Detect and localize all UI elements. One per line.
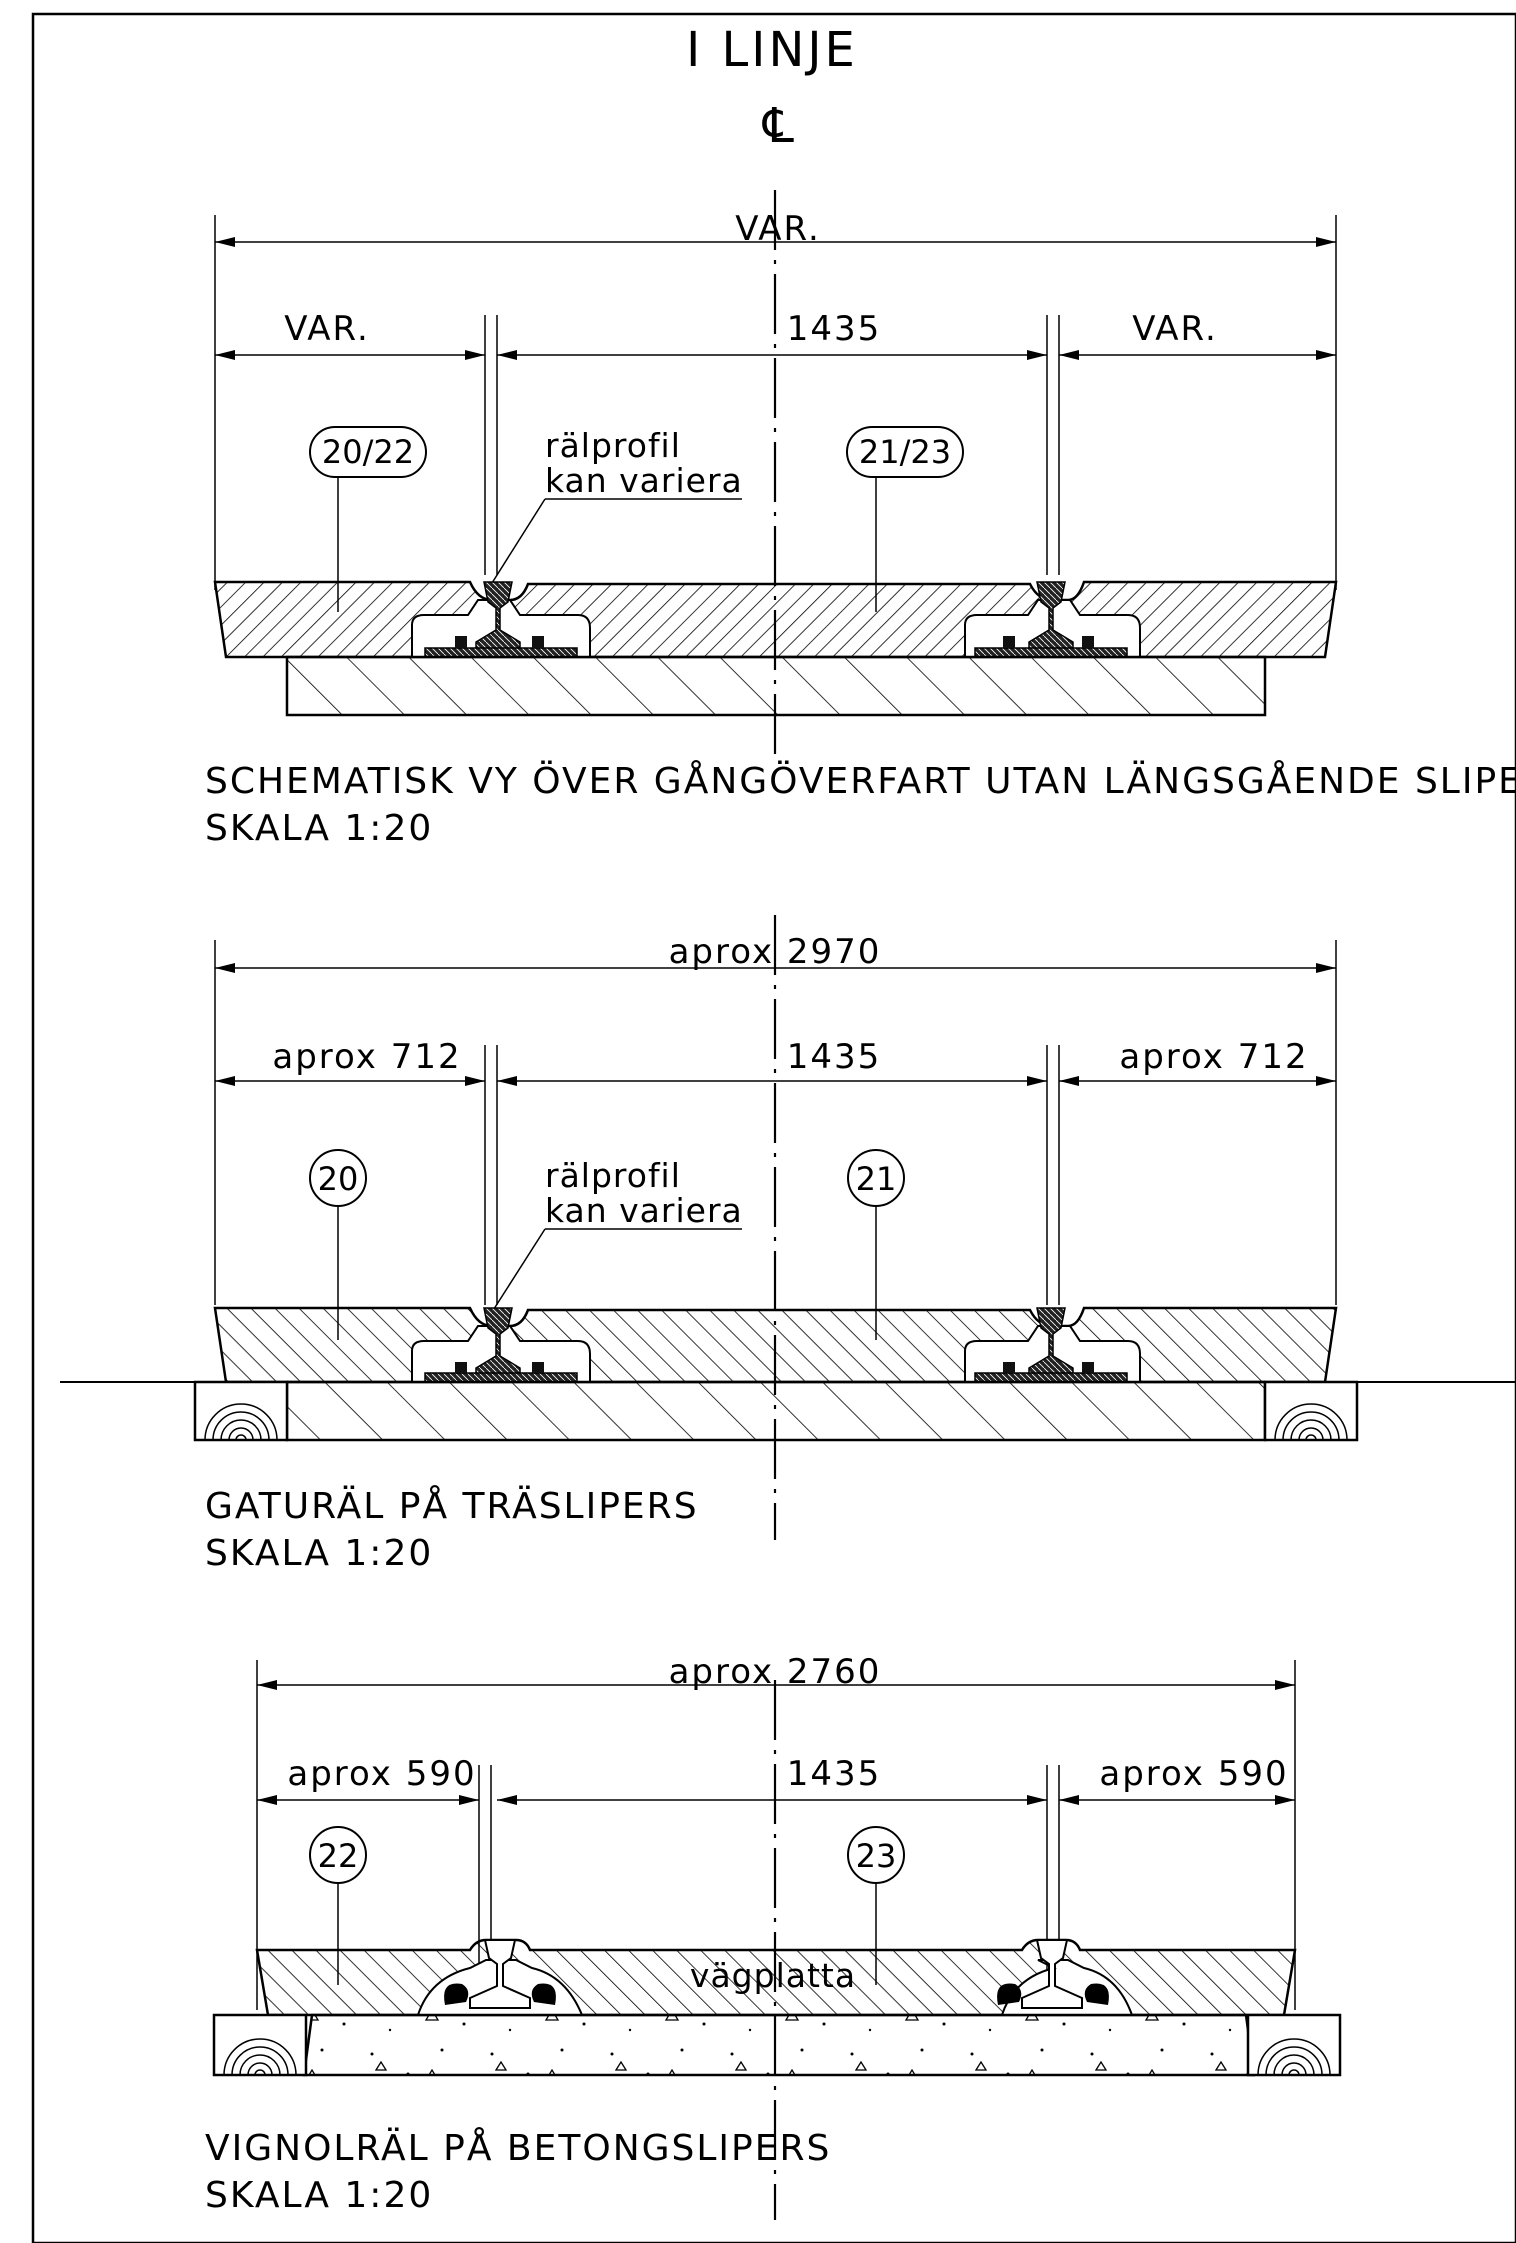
slab-cross-section [213, 1306, 1338, 1384]
dim-right: aprox 712 [1119, 1037, 1308, 1077]
dim-right: VAR. [1132, 309, 1218, 349]
wood-sleeper-left [193, 1380, 289, 1442]
note-rail-profile-line2: kan variera [545, 461, 743, 500]
dim-left: aprox 712 [272, 1037, 461, 1077]
dim-gauge: 1435 [787, 309, 882, 349]
tag-right: 21/23 [859, 433, 951, 471]
section-scale: SKALA 1:20 [205, 2175, 433, 2216]
wood-sleeper-right [1246, 2013, 1342, 2077]
base-block [285, 655, 1267, 717]
note-rail-profile-line1: rälprofil [545, 426, 681, 465]
concrete-sleeper [302, 2013, 1256, 2077]
slab-label: vägplatta [690, 1956, 856, 1995]
centerline-symbol: ℄ [762, 98, 797, 154]
dim-total: aprox 2970 [669, 932, 882, 972]
tag-left-bubble [309, 426, 427, 478]
section-title: GATURÄL PÅ TRÄSLIPERS [205, 1484, 699, 1527]
tag-right: 21 [856, 1160, 897, 1198]
tag-left: 20 [318, 1160, 359, 1198]
tag-left: 20/22 [322, 433, 414, 471]
dim-total: aprox 2760 [669, 1652, 882, 1692]
wood-sleeper-right [1263, 1380, 1359, 1442]
dim-right: aprox 590 [1099, 1754, 1288, 1794]
dim-left: aprox 590 [287, 1754, 476, 1794]
section-title: VIGNOLRÄL PÅ BETONGSLIPERS [205, 2126, 831, 2169]
section-betongslipers: aprox 2760 aprox 590 1435 aprox 590 22 2… [205, 1652, 1342, 2216]
section-scale: SKALA 1:20 [205, 808, 433, 849]
slab-cross-section [213, 580, 1338, 659]
frame-border [31, 12, 1516, 2243]
dim-gauge: 1435 [787, 1037, 882, 1077]
note-rail-profile-line2: kan variera [545, 1191, 743, 1230]
section-title: SCHEMATISK VY ÖVER GÅNGÖVERFART UTAN LÄN… [205, 759, 1516, 802]
dim-total: VAR. [735, 209, 821, 249]
dim-gauge: 1435 [787, 1754, 882, 1794]
section-schematic: VAR. VAR. 1435 VAR. 20/22 21/23 rälprofi… [205, 209, 1516, 849]
wood-sleeper-left [212, 2013, 308, 2077]
page-title: I LINJE [686, 22, 858, 78]
tag-right: 23 [856, 1837, 897, 1875]
note-rail-profile-line1: rälprofil [545, 1156, 681, 1195]
dim-left: VAR. [284, 309, 370, 349]
tag-left: 22 [318, 1837, 359, 1875]
tag-right-bubble [846, 426, 964, 478]
section-scale: SKALA 1:20 [205, 1533, 433, 1574]
section-traslipers: aprox 2970 aprox 712 1435 aprox 712 20 2… [60, 932, 1516, 1574]
base-block [285, 1380, 1267, 1442]
